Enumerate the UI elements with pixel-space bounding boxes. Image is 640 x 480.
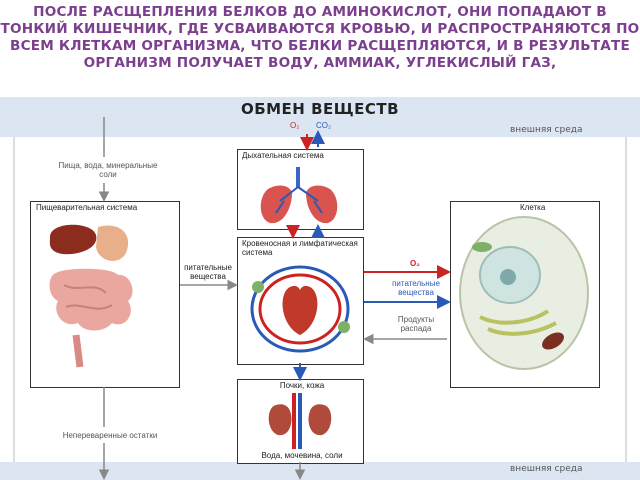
o2-cell-label: O₂ [410,259,420,268]
o2-top-label: O₂ [290,121,300,130]
digestive-system-label: Пищеварительная система [36,203,138,212]
nutrients-right-label: питательные вещества [392,279,440,297]
environment-label-top: внешняя среда [510,125,583,135]
respiratory-system-label: Дыхательная система [242,151,324,160]
diagram-graphics [13,117,627,480]
undigested-remains-label: Непереваренные остатки [62,431,158,440]
co2-top-label: CO₂ [316,121,332,130]
digestive-organs-icon [49,224,133,368]
lungs-icon [260,167,338,224]
environment-label-bottom: внешняя среда [510,464,583,474]
nutrients-left-label: питательные вещества [184,263,232,281]
environment-band-bottom [0,462,640,480]
diagram-title: ОБМЕН ВЕЩЕСТВ [240,100,400,118]
slide-title: ПОСЛЕ РАСЩЕПЛЕНИЯ БЕЛКОВ ДО АМИНОКИСЛОТ,… [0,4,640,71]
kidneys-icon [268,393,332,449]
kidneys-skin-label: Почки, кожа [279,381,325,390]
circulatory-icon [250,265,350,353]
metabolism-diagram: ОБМЕН ВЕЩЕСТВ внешняя среда внешняя сред… [0,97,640,480]
circulatory-system-label: Кровеносная и лимфатическая система [242,239,358,257]
excreted-substances-label: Вода, мочевина, соли [261,451,343,460]
food-label: Пища, вода, минеральные соли [58,161,158,179]
decay-products-label: Продукты распада [397,315,435,333]
cell-label: Клетка [520,203,546,212]
cell-icon [459,216,589,370]
